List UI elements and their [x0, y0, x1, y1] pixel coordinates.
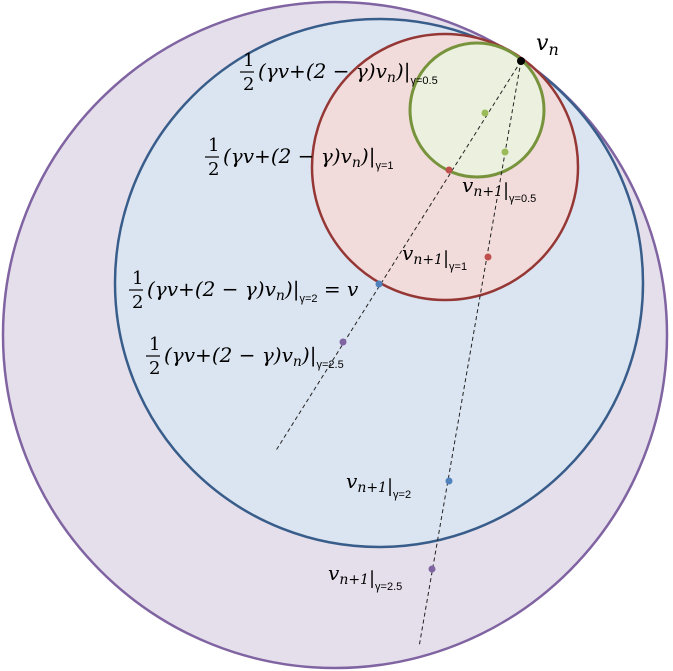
- mid-label-2.5: 1 2 (γv+(2 − γ)vn)|γ=2.5: [146, 334, 344, 379]
- next-point-0.5: [501, 148, 509, 156]
- vn-point: [517, 57, 525, 65]
- svg-text:2: 2: [132, 292, 143, 313]
- green-circle-gamma-0.5: [408, 41, 546, 179]
- mid-point-2: [375, 280, 383, 288]
- svg-text:1: 1: [132, 268, 143, 289]
- svg-text:(γv+(2 − γ)vn)|γ=1: (γv+(2 − γ)vn)|γ=1: [223, 144, 394, 172]
- vn-label: vn: [536, 31, 559, 59]
- svg-text:1: 1: [243, 50, 254, 71]
- next-point-2.5: [428, 565, 436, 573]
- svg-text:2: 2: [243, 74, 254, 95]
- mid-label-1: 1 2 (γv+(2 − γ)vn)|γ=1: [205, 135, 394, 180]
- next-label-1: vn+1|γ=1: [402, 241, 467, 273]
- svg-text:(γv+(2 − γ)vn)|γ=2.5: (γv+(2 − γ)vn)|γ=2.5: [164, 343, 344, 371]
- svg-text:1: 1: [208, 135, 219, 156]
- next-point-2: [445, 477, 453, 485]
- next-label-2.5: vn+1|γ=2.5: [328, 561, 402, 593]
- mid-label-0.5: 1 2 (γv+(2 − γ)vn)|γ=0.5: [240, 50, 438, 95]
- svg-text:(γv+(2 − γ)vn)|γ=2 = v: (γv+(2 − γ)vn)|γ=2 = v: [147, 277, 359, 305]
- svg-text:(γv+(2 − γ)vn)|γ=0.5: (γv+(2 − γ)vn)|γ=0.5: [258, 59, 438, 87]
- mid-point-1: [445, 166, 453, 174]
- svg-text:1: 1: [149, 334, 160, 355]
- mid-point-0.5: [481, 109, 489, 117]
- next-label-2: vn+1|γ=2: [346, 469, 411, 501]
- svg-text:2: 2: [149, 358, 160, 379]
- svg-text:2: 2: [208, 159, 219, 180]
- next-iterate-ray: [418, 60, 522, 648]
- next-point-1: [484, 253, 492, 261]
- mid-point-2.5: [339, 338, 347, 346]
- mid-label-2: 1 2 (γv+(2 − γ)vn)|γ=2 = v: [129, 268, 359, 313]
- next-label-0.5: vn+1|γ=0.5: [462, 173, 536, 205]
